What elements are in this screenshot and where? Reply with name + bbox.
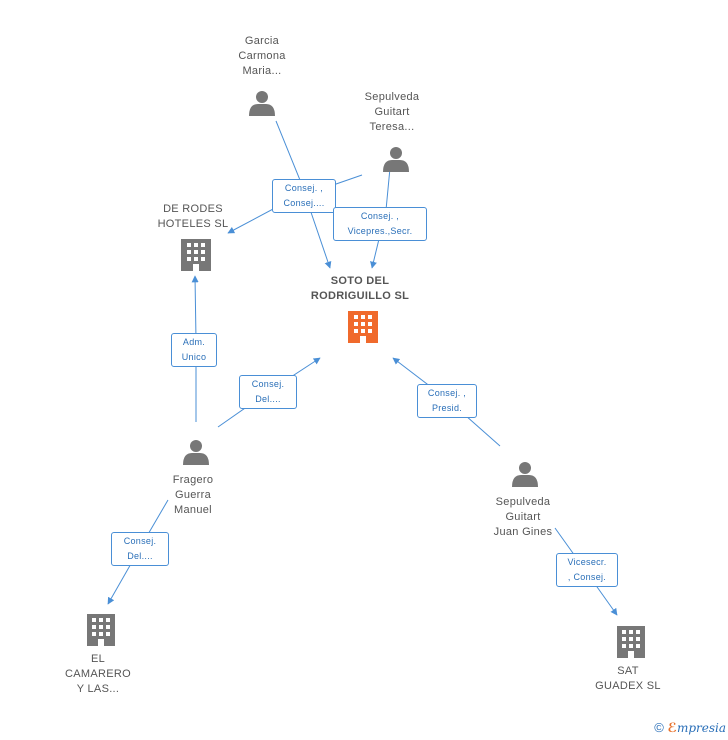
- node-label-line: RODRIGUILLO SL: [310, 290, 410, 302]
- building-icon-derodes: [181, 239, 211, 271]
- edge-label-line: Consej. ,: [360, 211, 400, 221]
- brand-name: mpresia: [676, 721, 726, 735]
- node-label-line: Sepulveda: [364, 91, 420, 103]
- building-icon-soto: [348, 311, 378, 343]
- edge-label-adm-unico[interactable]: Adm. Unico: [171, 333, 217, 367]
- node-label-line: Carmona: [238, 50, 286, 62]
- node-label-line: Guitart: [374, 106, 410, 118]
- edge-label-line: Del....: [255, 394, 281, 404]
- node-label-line: Guitart: [505, 511, 541, 523]
- brand-logo-mark: ℰ: [667, 720, 677, 735]
- edge-label-teresa[interactable]: Consej. , Vicepres.,Secr.: [333, 207, 427, 241]
- edge-label-line: Adm.: [182, 337, 206, 347]
- node-label-garcia[interactable]: Garcia Carmona Maria...: [222, 34, 302, 79]
- edge-label-line: Consej....: [283, 198, 325, 208]
- brand-footer[interactable]: © ℰmpresia: [654, 720, 726, 736]
- person-icon-garcia: [249, 91, 275, 116]
- node-label-line: Fragero: [172, 474, 214, 486]
- edge-label-line: Del....: [127, 551, 153, 561]
- node-label-line: Guerra: [174, 489, 212, 501]
- building-icon-camarero: [87, 614, 115, 646]
- edge-label-juan-sat[interactable]: Vicesecr. , Consej.: [556, 553, 618, 587]
- edge-label-line: Vicepres.,Secr.: [347, 226, 413, 236]
- edge-label-garcia[interactable]: Consej. , Consej....: [272, 179, 336, 213]
- node-label-fragero[interactable]: Fragero Guerra Manuel: [153, 473, 233, 518]
- edge-label-line: Consej.: [251, 379, 285, 389]
- node-label-line: Sepulveda: [495, 496, 551, 508]
- node-label-de-rodes[interactable]: DE RODES HOTELES SL: [148, 202, 238, 232]
- building-icon-sat: [617, 626, 645, 658]
- edge-label-line: Consej. ,: [427, 388, 467, 398]
- edge-label-fragero-soto[interactable]: Consej. Del....: [239, 375, 297, 409]
- node-label-line: GUADEX SL: [595, 680, 661, 692]
- node-label-sepulveda-juan[interactable]: Sepulveda Guitart Juan Gines: [478, 495, 568, 540]
- node-label-line: Teresa...: [369, 121, 415, 133]
- person-icon-fragero: [183, 440, 209, 465]
- node-label-sat-guadex[interactable]: SAT GUADEX SL: [588, 664, 668, 694]
- node-label-line: SOTO DEL: [330, 275, 390, 287]
- node-label-el-camarero[interactable]: EL CAMARERO Y LAS...: [58, 652, 138, 697]
- copyright-symbol: ©: [654, 720, 664, 735]
- node-label-soto[interactable]: SOTO DEL RODRIGUILLO SL: [300, 274, 420, 304]
- edge-label-line: Vicesecr.: [567, 557, 607, 567]
- node-label-line: EL: [90, 653, 106, 665]
- node-label-line: DE RODES: [163, 203, 223, 215]
- node-label-line: Garcia: [244, 35, 280, 47]
- edge-label-line: Consej.: [123, 536, 157, 546]
- edge-label-juan-soto[interactable]: Consej. , Presid.: [417, 384, 477, 418]
- node-label-sepulveda-teresa[interactable]: Sepulveda Guitart Teresa...: [352, 90, 432, 135]
- node-label-line: SAT: [617, 665, 639, 677]
- edge-label-line: Consej. ,: [284, 183, 324, 193]
- person-icon-juan: [512, 462, 538, 487]
- edge-label-line: Unico: [181, 352, 207, 362]
- node-label-line: Juan Gines: [493, 526, 553, 538]
- node-label-line: HOTELES SL: [157, 218, 229, 230]
- node-label-line: Manuel: [174, 504, 212, 516]
- node-label-line: Maria...: [242, 65, 282, 77]
- edges: [107, 120, 618, 616]
- edge-label-fragero-camarero[interactable]: Consej. Del....: [111, 532, 169, 566]
- edge-label-line: , Consej.: [567, 572, 607, 582]
- node-label-line: Y LAS...: [76, 683, 120, 695]
- node-label-line: CAMARERO: [65, 668, 131, 680]
- person-icon-teresa: [383, 147, 409, 172]
- edge-label-line: Presid.: [431, 403, 463, 413]
